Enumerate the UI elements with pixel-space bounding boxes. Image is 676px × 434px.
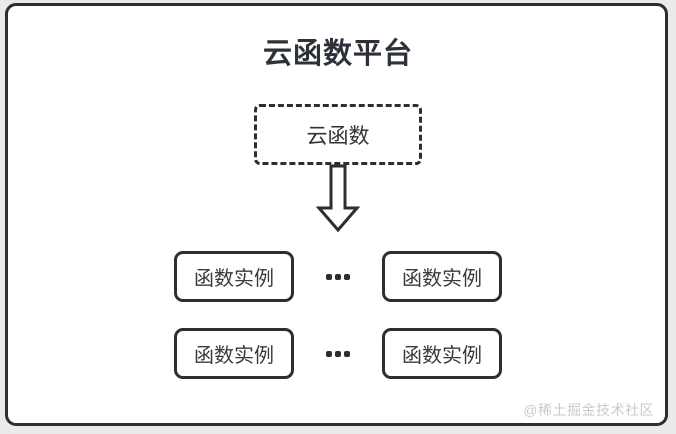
function-instance-label: 函数实例 [402,268,482,290]
function-instance-label: 函数实例 [194,268,274,290]
diagram-title: 云函数平台 [262,38,413,70]
function-instance-label: 函数实例 [194,345,274,367]
instance-row: 函数实例 函数实例 [0,251,676,302]
down-arrow-icon [316,164,360,232]
function-instance-node: 函数实例 [382,251,502,302]
function-instance-node: 函数实例 [174,251,294,302]
cloud-function-node: 云函数 [254,104,422,165]
function-instance-node: 函数实例 [382,328,502,379]
cloud-function-label: 云函数 [306,124,370,148]
ellipsis-icon [326,350,350,357]
watermark: @稀土掘金技术社区 [523,402,654,418]
function-instance-label: 函数实例 [402,345,482,367]
ellipsis-icon [326,273,350,280]
instance-row: 函数实例 函数实例 [0,328,676,379]
function-instance-node: 函数实例 [174,328,294,379]
